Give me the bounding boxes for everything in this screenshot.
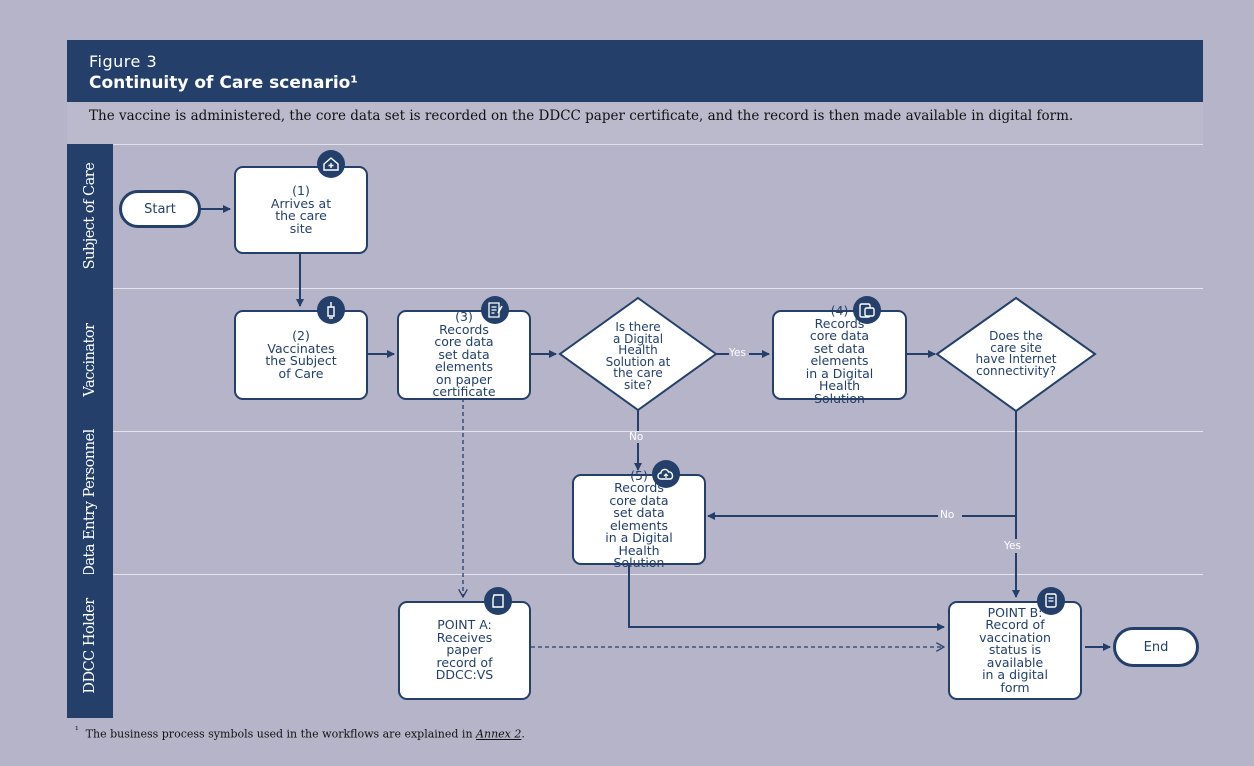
step3-box: (3) Records core data set data elements … bbox=[397, 310, 531, 400]
vaccine-icon bbox=[317, 296, 345, 324]
lane-label-ddcc-holder: DDCC Holder bbox=[67, 574, 113, 718]
step1-box: (1) Arrives at the care site bbox=[234, 166, 368, 254]
lane-ddcc-holder: DDCC Holder bbox=[67, 574, 1203, 718]
figure-header: Figure 3 Continuity of Care scenario¹ bbox=[67, 40, 1203, 102]
cloud-upload-icon bbox=[652, 460, 680, 488]
decision2-diamond bbox=[935, 296, 1097, 413]
decision1-diamond bbox=[558, 296, 718, 412]
pointA-box: POINT A: Receives paper record of DDCC:V… bbox=[398, 601, 531, 700]
step2-box: (2) Vaccinates the Subject of Care bbox=[234, 310, 368, 400]
lane-subject-of-care: Subject of Care bbox=[67, 144, 1203, 289]
footnote-end: . bbox=[521, 727, 525, 741]
paper-document-icon bbox=[484, 587, 512, 615]
edge-label-yes-2: Yes bbox=[1004, 540, 1021, 552]
lane-data-entry-personnel: Data Entry Personnel bbox=[67, 429, 1203, 576]
figure-title: Continuity of Care scenario¹ bbox=[89, 73, 358, 93]
footnote: ¹ The business process symbols used in t… bbox=[75, 725, 525, 741]
arrow-decision2-no-a bbox=[962, 411, 1017, 517]
end-node: End bbox=[1113, 627, 1199, 667]
paper-record-icon bbox=[481, 296, 509, 324]
swimlanes: Subject of Care Vaccinator Data Entry Pe… bbox=[67, 144, 1203, 718]
footnote-marker: ¹ bbox=[75, 725, 79, 736]
lane-label-subject-of-care: Subject of Care bbox=[67, 144, 113, 288]
figure-label: Figure 3 bbox=[89, 52, 158, 71]
care-site-icon bbox=[317, 150, 345, 178]
edge-label-no-1: No bbox=[629, 431, 644, 443]
edge-label-no-2: No bbox=[940, 509, 955, 521]
digital-record-icon bbox=[853, 296, 881, 324]
digital-device-icon bbox=[1037, 587, 1065, 615]
arrow-step5-to-pointB bbox=[628, 565, 945, 631]
figure-description: The vaccine is administered, the core da… bbox=[67, 102, 1203, 145]
lane-label-data-entry-personnel: Data Entry Personnel bbox=[67, 429, 113, 576]
lane-label-vaccinator: Vaccinator bbox=[67, 288, 113, 431]
pointB-box: POINT B: Record of vaccination status is… bbox=[948, 601, 1082, 700]
step4-box: (4) Records core data set data elements … bbox=[772, 304, 907, 404]
annex-2-link[interactable]: Annex 2 bbox=[476, 727, 522, 741]
decision1-text: Is there a Digital Health Solution at th… bbox=[605, 320, 671, 392]
lane-vaccinator: Vaccinator bbox=[67, 288, 1203, 432]
start-node: Start bbox=[119, 190, 201, 228]
decision2-text: Does the care site have Internet connect… bbox=[975, 329, 1057, 378]
footnote-text: The business process symbols used in the… bbox=[85, 727, 477, 741]
edge-label-yes-1: Yes bbox=[729, 347, 746, 359]
description-text: The vaccine is administered, the core da… bbox=[89, 108, 1074, 124]
step5-box: (5) Records core data set data elements … bbox=[572, 469, 706, 569]
